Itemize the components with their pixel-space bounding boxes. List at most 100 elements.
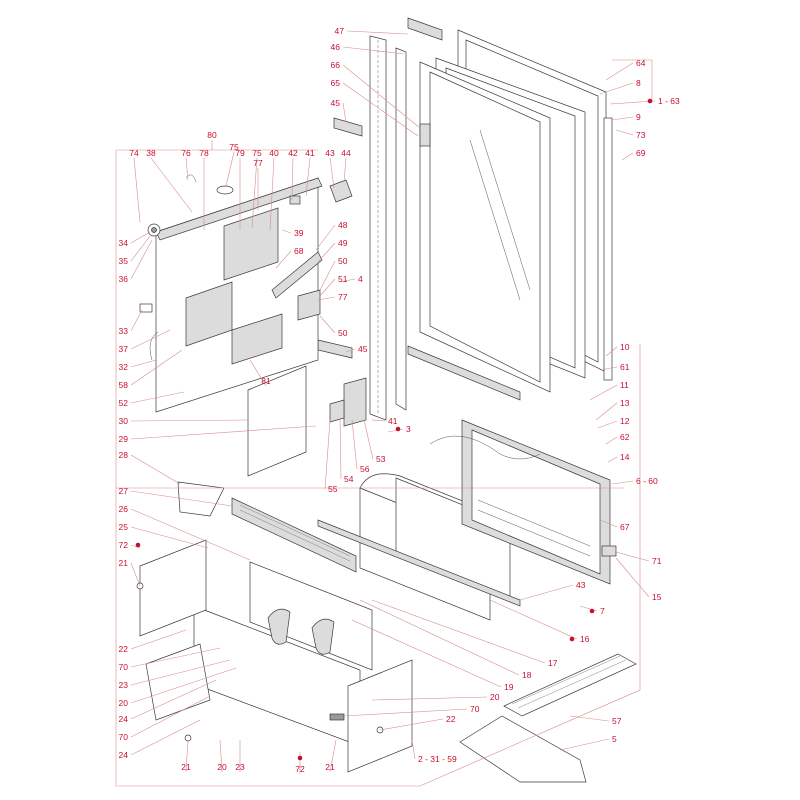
leader-c34 [130,231,151,244]
callout-dot-c3 [395,426,401,432]
door-bottom-bar [407,345,521,401]
callout-c48: 48 [338,220,348,230]
callout-c24b: 24 [119,750,129,760]
leader-c48 [315,224,336,251]
leader-c64 [605,62,634,81]
callout-c64: 64 [636,58,646,68]
callout-c32: 32 [119,362,129,372]
leader-c24a [130,679,217,720]
callout-c76: 76 [181,148,191,158]
part-71 [601,545,617,557]
leader-c38 [150,157,193,213]
leader-c65 [342,82,419,137]
leader-c4 [339,278,356,283]
leader-c75a [225,151,235,187]
callout-c52: 52 [119,398,129,408]
leader-c33 [130,309,143,332]
callout-c18: 18 [522,670,532,680]
leader-c67 [599,519,618,528]
bracket-48 [271,251,323,299]
callout-c34: 34 [119,238,129,248]
leader-c72a [130,544,141,549]
leader-c7 [579,605,598,612]
leader-c75b [251,157,258,229]
leader-c19 [351,619,502,688]
callout-c30: 30 [119,416,129,426]
hopper-28 [177,481,225,517]
callout-c17: 17 [548,658,558,668]
leader-c81 [249,359,267,387]
callout-c24a: 24 [119,714,129,724]
callout-c38: 38 [146,148,156,158]
callout-c73: 73 [636,130,646,140]
callout-c41b: 41 [388,416,398,426]
leader-c21b [185,739,189,773]
leader-c41a [305,157,311,197]
right-side-panel [347,659,413,773]
control-panel-assembly [139,174,367,477]
leader-c55 [324,419,331,490]
leader-c1-63 [609,100,656,105]
base-assembly [136,481,413,773]
callout-c75a: 75 [229,142,239,152]
leader-c49 [317,242,336,263]
leader-c25 [130,526,209,549]
arm-left [267,608,291,645]
callout-c14: 14 [620,452,630,462]
callout-c46: 46 [331,42,341,52]
leader-c52 [130,391,185,404]
callout-c77b: 77 [338,292,348,302]
leader-c66 [342,64,421,129]
callout-c4: 4 [358,274,363,284]
bar-43 [317,519,521,607]
leader-c58 [130,349,183,386]
leader-c45b [345,348,356,353]
callout-c8: 8 [636,78,641,88]
leader-c76 [185,157,189,181]
leader-c32 [130,359,157,368]
leader-c53 [363,419,374,460]
leader-c36 [130,239,153,280]
leader-c68 [275,250,292,269]
callout-c47: 47 [335,26,345,36]
callout-c74: 74 [129,148,139,158]
leader-c14 [607,456,618,463]
callout-c72b: 72 [295,764,305,774]
callout-c57: 57 [612,716,622,726]
leader-c73 [615,129,634,136]
callout-c25: 25 [119,522,129,532]
leader-c74 [133,157,141,223]
bracket-50 [297,289,321,321]
callout-c41a: 41 [305,148,315,158]
callout-c66: 66 [331,60,341,70]
leader-c35 [130,235,151,262]
callout-c45b: 45 [358,344,368,354]
leader-c2-31-59 [411,739,416,760]
callout-dot-c1-63 [647,98,653,104]
leader-c27 [130,490,233,507]
leader-c22a [130,629,187,650]
callout-c39: 39 [294,228,304,238]
callout-c81: 81 [261,376,271,386]
callout-c20b: 20 [490,692,500,702]
bracket-45-bottom [317,339,353,359]
callout-c70b: 70 [119,732,129,742]
callout-c80: 80 [207,130,217,140]
callout-c6-60: 6 - 60 [636,476,658,486]
group-brackets [115,59,653,787]
callout-c23b: 23 [235,762,245,772]
leader-c12 [597,420,618,429]
leader-c29 [130,425,317,440]
pcb-lower [231,313,283,365]
leader-c16 [489,599,578,640]
leader-c20b [371,696,488,701]
callout-c1-63: 1 - 63 [658,96,680,106]
leader-c13 [595,402,618,421]
leader-c51 [319,278,336,297]
callout-c20a: 20 [119,698,129,708]
callout-c7: 7 [600,606,605,616]
callout-c75b: 75 [252,148,262,158]
leader-c56 [351,419,358,470]
callout-c40: 40 [269,148,279,158]
left-side-panel [139,539,207,637]
